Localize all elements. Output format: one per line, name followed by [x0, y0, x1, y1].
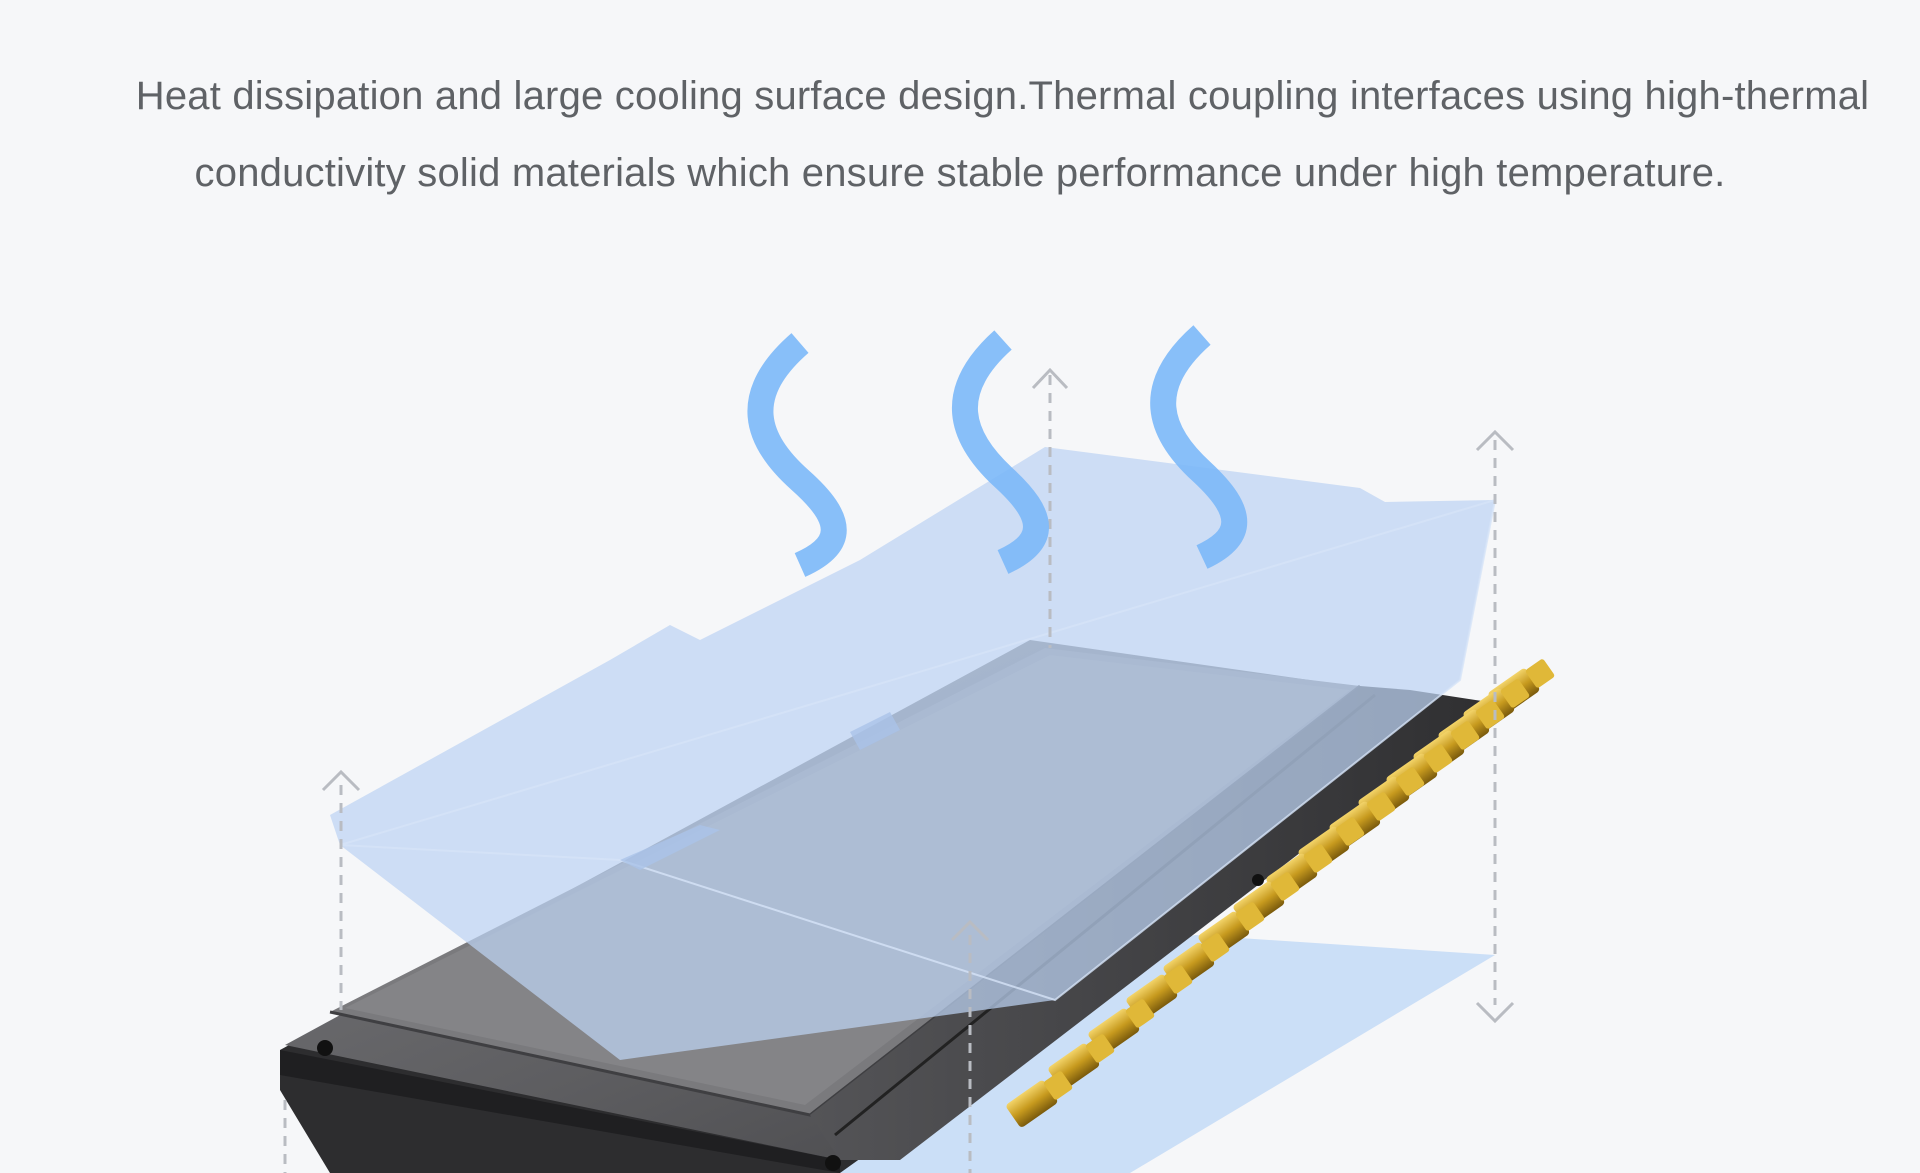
feature-description-line-1: Heat dissipation and large cooling surfa… [135, 74, 1870, 118]
feature-description: Heat dissipation and large cooling surfa… [0, 58, 1920, 212]
mount-hole [1252, 874, 1264, 886]
guide-arrows [283, 367, 1515, 1173]
mount-hole [317, 1040, 333, 1056]
upper-cooling-layer [330, 447, 1497, 1060]
heat-wave-icon [1150, 325, 1248, 569]
mount-hole [825, 1155, 841, 1171]
up-arrow-icon [1031, 367, 1069, 390]
heat-wave-icon [747, 333, 847, 577]
sma-connector [1006, 1071, 1073, 1127]
heat-wave-icon [952, 330, 1049, 574]
up-arrow-icon [321, 769, 361, 792]
up-down-arrow-icon [1475, 429, 1515, 452]
up-arrow-icon [950, 919, 990, 942]
sma-connector-row [1006, 659, 1555, 1127]
feature-description-line-2: conductivity solid materials which ensur… [194, 151, 1726, 195]
